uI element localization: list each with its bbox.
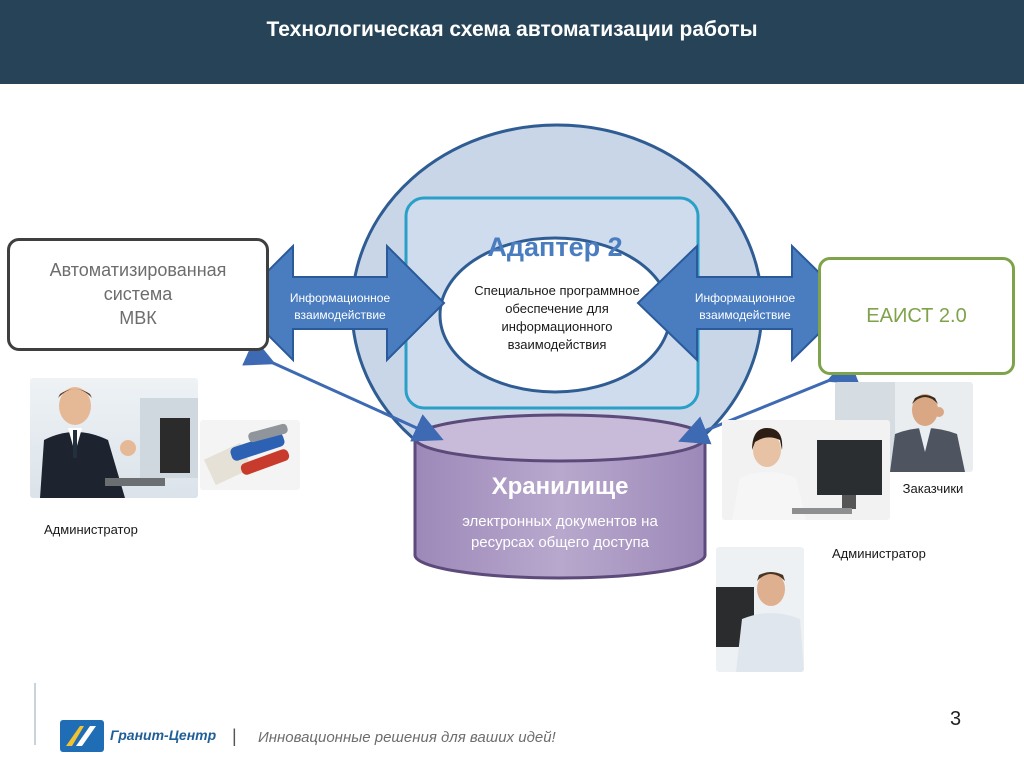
footer-accent-line	[34, 683, 36, 745]
left-arrow-line-1: Информационное	[289, 291, 391, 305]
left-admin-label: Администратор	[44, 522, 138, 537]
right-arrow-line-1: Информационное	[694, 291, 796, 305]
adapter-line-2: обеспечение для	[505, 301, 609, 316]
left-arrow-label: Информационное взаимодействие	[270, 290, 410, 324]
adapter-description: Специальное программное обеспечение для …	[452, 282, 662, 354]
page-number: 3	[950, 708, 962, 730]
mvk-line-3: МВК	[119, 308, 157, 328]
customer-photo-woman	[722, 420, 890, 520]
man-at-monitor-illustration	[716, 572, 804, 672]
storage-line-2: ресурсах общего доступа	[470, 534, 650, 551]
storage-cylinder-body	[413, 436, 707, 580]
storage-description: электронных документов на ресурсах общег…	[420, 511, 700, 553]
footer-slogan: Инновационные решения для ваших идей!	[258, 729, 556, 746]
footer-divider: |	[232, 726, 237, 746]
adapter-line-1: Специальное программное	[474, 283, 640, 298]
page-title: Технологическая схема автоматизации рабо…	[266, 18, 758, 41]
right-arrow-line-2: взаимодействие	[699, 308, 791, 322]
usb-token-illustration	[203, 423, 290, 486]
mvk-system-label: Автоматизированная система МВК	[7, 258, 269, 330]
woman-at-computer-illustration	[732, 428, 882, 520]
left-arrow-line-2: взаимодействие	[294, 308, 386, 322]
adapter-line-3: информационного	[501, 319, 613, 334]
eaist-system-box	[818, 257, 1015, 375]
usb-tokens-photo	[200, 420, 300, 490]
customers-label: Заказчики	[902, 481, 964, 496]
connector-arrow-right	[678, 356, 860, 445]
adapter-line-4: взаимодействия	[507, 337, 607, 352]
mvk-line-1: Автоматизированная	[49, 260, 227, 280]
eaist-label: ЕАИСТ 2.0	[866, 305, 967, 327]
left-admin-photo	[30, 378, 198, 498]
right-arrow-label: Информационное взаимодействие	[675, 290, 815, 324]
storage-line-1: электронных документов на	[462, 513, 658, 530]
company-name: Гранит-Центр	[110, 727, 217, 743]
mvk-system-box	[7, 238, 269, 351]
granit-logo-icon	[60, 720, 104, 752]
right-admin-photo	[716, 547, 804, 672]
businessman-illustration	[40, 387, 198, 498]
mvk-line-2: система	[103, 284, 173, 304]
title-bar: Технологическая схема автоматизации рабо…	[0, 0, 1024, 84]
right-admin-label: Администратор	[832, 546, 926, 561]
adapter-title: Адаптер 2	[487, 232, 623, 262]
storage-cylinder-top	[413, 413, 707, 463]
storage-title: Хранилище	[491, 473, 629, 500]
connector-arrow-left	[242, 338, 444, 442]
logo-mark-svg	[66, 726, 96, 746]
